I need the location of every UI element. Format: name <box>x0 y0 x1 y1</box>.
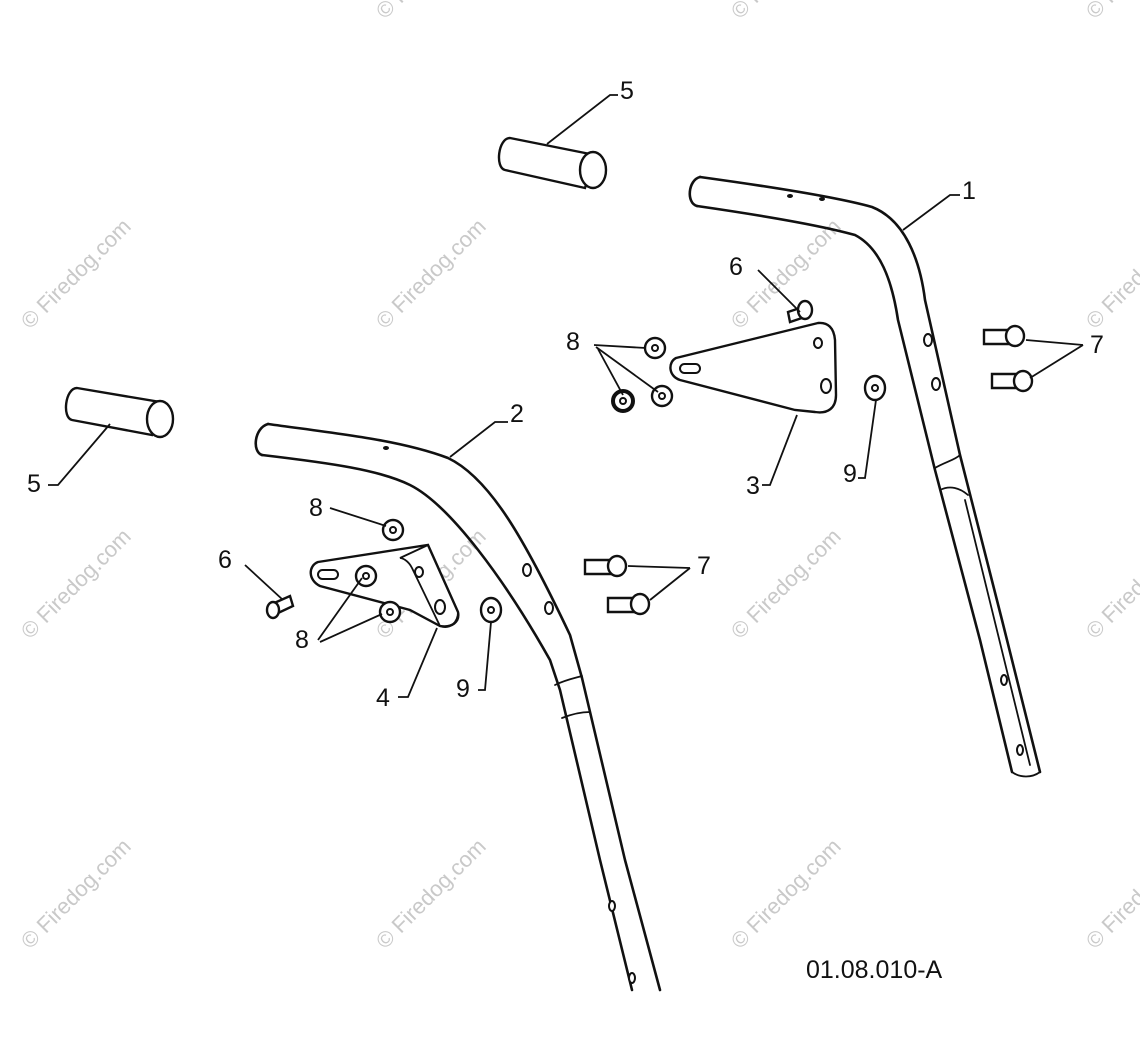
callout-1: 1 <box>962 177 976 205</box>
watermark-layer: © Firedog.com © Firedog.com © Firedog.co… <box>16 0 1140 954</box>
callout-6-upper: 6 <box>729 253 743 281</box>
lower-bolt-6-part <box>265 594 295 620</box>
left-grip-part <box>64 386 175 439</box>
nut-8-part <box>354 336 674 624</box>
watermark: © Firedog.com <box>1081 834 1140 954</box>
upper-bolt-7b-part <box>990 369 1034 393</box>
watermark: © Firedog.com <box>16 214 136 334</box>
left-handle-tube-part <box>254 422 662 992</box>
watermark: © Firedog.com <box>16 524 136 644</box>
watermark: © Firedog.com <box>726 0 846 24</box>
callout-labels: 1 2 3 4 5 5 6 6 7 7 8 8 8 9 9 <box>27 77 1104 712</box>
callout-9-lower: 9 <box>456 675 470 703</box>
watermark: © Firedog.com <box>726 214 846 334</box>
lower-bolt-7b-part <box>606 592 651 616</box>
callout-8-middle: 8 <box>309 494 323 522</box>
callout-5-top: 5 <box>620 77 634 105</box>
callout-8-upper: 8 <box>566 328 580 356</box>
callout-5-left: 5 <box>27 470 41 498</box>
callout-7-lower: 7 <box>697 552 711 580</box>
watermark: © Firedog.com <box>1081 214 1140 334</box>
callout-4: 4 <box>376 684 390 712</box>
watermark: © Firedog.com <box>726 524 846 644</box>
drawing-code: 01.08.010-A <box>806 956 943 984</box>
callout-7-upper: 7 <box>1090 331 1104 359</box>
upper-bolt-6-part <box>786 299 814 324</box>
watermark: © Firedog.com <box>1081 0 1140 24</box>
watermark: © Firedog.com <box>1081 524 1140 644</box>
watermark: © Firedog.com <box>16 834 136 954</box>
callout-2: 2 <box>510 400 524 428</box>
lower-bolt-7a-part <box>583 554 628 578</box>
watermark: © Firedog.com <box>371 0 491 24</box>
watermark: © Firedog.com <box>371 834 491 954</box>
callout-9-upper: 9 <box>843 460 857 488</box>
right-bracket-part <box>669 321 838 414</box>
leader-lines <box>48 94 1084 698</box>
callout-6-lower: 6 <box>218 546 232 574</box>
upper-bolt-7a-part <box>982 324 1026 348</box>
left-bracket-part <box>309 543 460 628</box>
washer-9-part <box>479 374 887 624</box>
callout-3: 3 <box>746 472 760 500</box>
watermark: © Firedog.com <box>726 834 846 954</box>
top-grip-part <box>497 136 608 190</box>
watermark: © Firedog.com <box>371 214 491 334</box>
right-handle-tube-part <box>688 175 1042 778</box>
callout-8-lower: 8 <box>295 626 309 654</box>
